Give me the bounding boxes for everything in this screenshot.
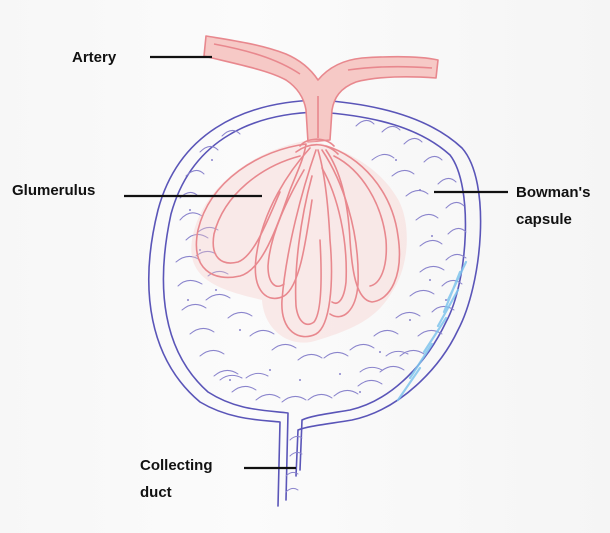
artery-vessel bbox=[204, 36, 438, 142]
label-bowmans-line2: capsule bbox=[516, 211, 572, 228]
label-collecting-line1: Collecting bbox=[140, 457, 213, 474]
label-collecting-duct: Collecting duct bbox=[140, 457, 296, 501]
label-bowmans-line1: Bowman's bbox=[516, 184, 590, 201]
label-artery-text: Artery bbox=[72, 49, 117, 66]
label-artery: Artery bbox=[72, 49, 212, 66]
label-glomerulus-text: Glumerulus bbox=[12, 182, 95, 199]
label-bowmans-capsule: Bowman's capsule bbox=[434, 184, 590, 228]
capsule-highlight bbox=[398, 262, 466, 400]
glomerulus bbox=[191, 139, 407, 342]
label-collecting-line2: duct bbox=[140, 484, 172, 501]
